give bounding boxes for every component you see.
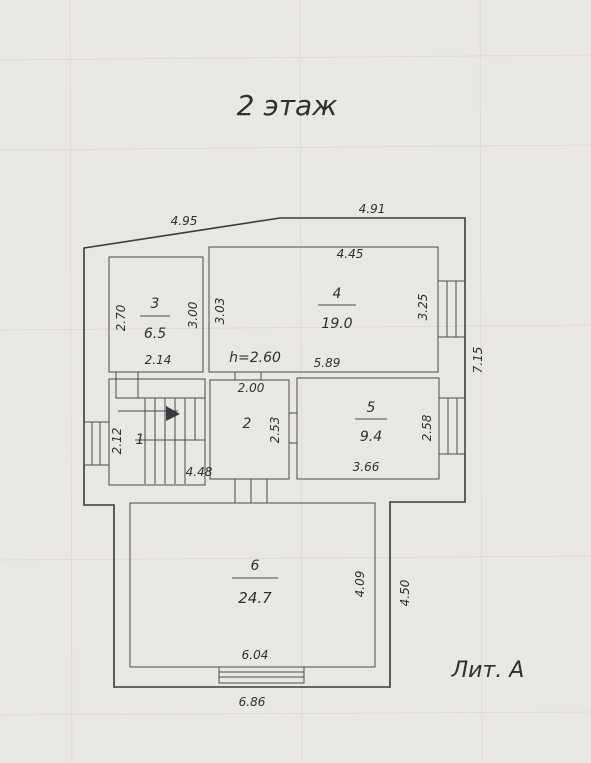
room-3-dim-bottom: 2.14 (145, 353, 172, 367)
window-right-room5 (438, 397, 466, 455)
dim-right-side: 7.15 (471, 347, 485, 374)
dim-bottom: 6.86 (239, 695, 266, 709)
room-4-number: 4 (333, 286, 342, 302)
room-6-dim-right: 4.09 (353, 571, 367, 598)
litera-label: Лит. А (451, 658, 525, 683)
room-5-dim-bottom: 3.66 (353, 460, 380, 474)
dim-lower-right: 4.50 (398, 579, 412, 606)
room-5-area: 9.4 (360, 429, 382, 445)
room-3-label: 3 6.5 2.70 3.00 2.14 (114, 296, 200, 367)
room-4-area: 19.0 (321, 316, 352, 332)
room-3-number: 3 (151, 296, 160, 312)
room-6-area: 24.7 (238, 589, 272, 607)
room-2-dim-right: 2.53 (268, 417, 282, 444)
room-4-label: 4 19.0 4.45 3.03 3.25 5.89 (213, 247, 430, 370)
room-4-dim-right: 3.25 (416, 294, 430, 321)
room-3-area: 6.5 (144, 326, 166, 342)
room-6-label: 6 24.7 4.09 6.04 (232, 558, 367, 662)
room-6-dim-bottom: 6.04 (242, 648, 269, 662)
room-3-dim-left: 2.70 (114, 304, 128, 331)
dim-top-right: 4.91 (359, 202, 386, 216)
room-6-number: 6 (251, 558, 260, 574)
room-5-number: 5 (367, 400, 376, 416)
room-1-dim-bottom: 4.48 (186, 465, 213, 479)
room-1-label: 1 2.12 4.48 (110, 428, 213, 479)
room-2-number: 2 (243, 416, 252, 432)
outer-wall (83, 217, 466, 688)
floor-title: 2 этаж (237, 89, 338, 122)
room-1-dim-left: 2.12 (110, 428, 124, 455)
room-2-dim-top: 2.00 (238, 381, 265, 395)
room-3 (108, 256, 204, 373)
room-4-dim-left: 3.03 (213, 298, 227, 325)
window-left-room1 (83, 421, 110, 466)
ceiling-height: h=2.60 (229, 350, 281, 366)
room-4-dim-top: 4.45 (337, 247, 364, 261)
room-3-dim-right: 3.00 (186, 301, 200, 328)
room-5-label: 5 9.4 2.58 3.66 (353, 400, 434, 474)
inner-wall-bottom (129, 502, 376, 668)
dim-top-left: 4.95 (171, 214, 198, 228)
room-5-dim-right: 2.58 (420, 414, 434, 441)
room-2-label: 2 2.00 2.53 (238, 381, 282, 443)
window-right-room4 (437, 280, 466, 338)
room-4-dim-bottom: 5.89 (314, 356, 341, 370)
room-1-number: 1 (136, 432, 145, 448)
doorways (115, 371, 298, 504)
window-bottom-room6 (218, 666, 305, 684)
